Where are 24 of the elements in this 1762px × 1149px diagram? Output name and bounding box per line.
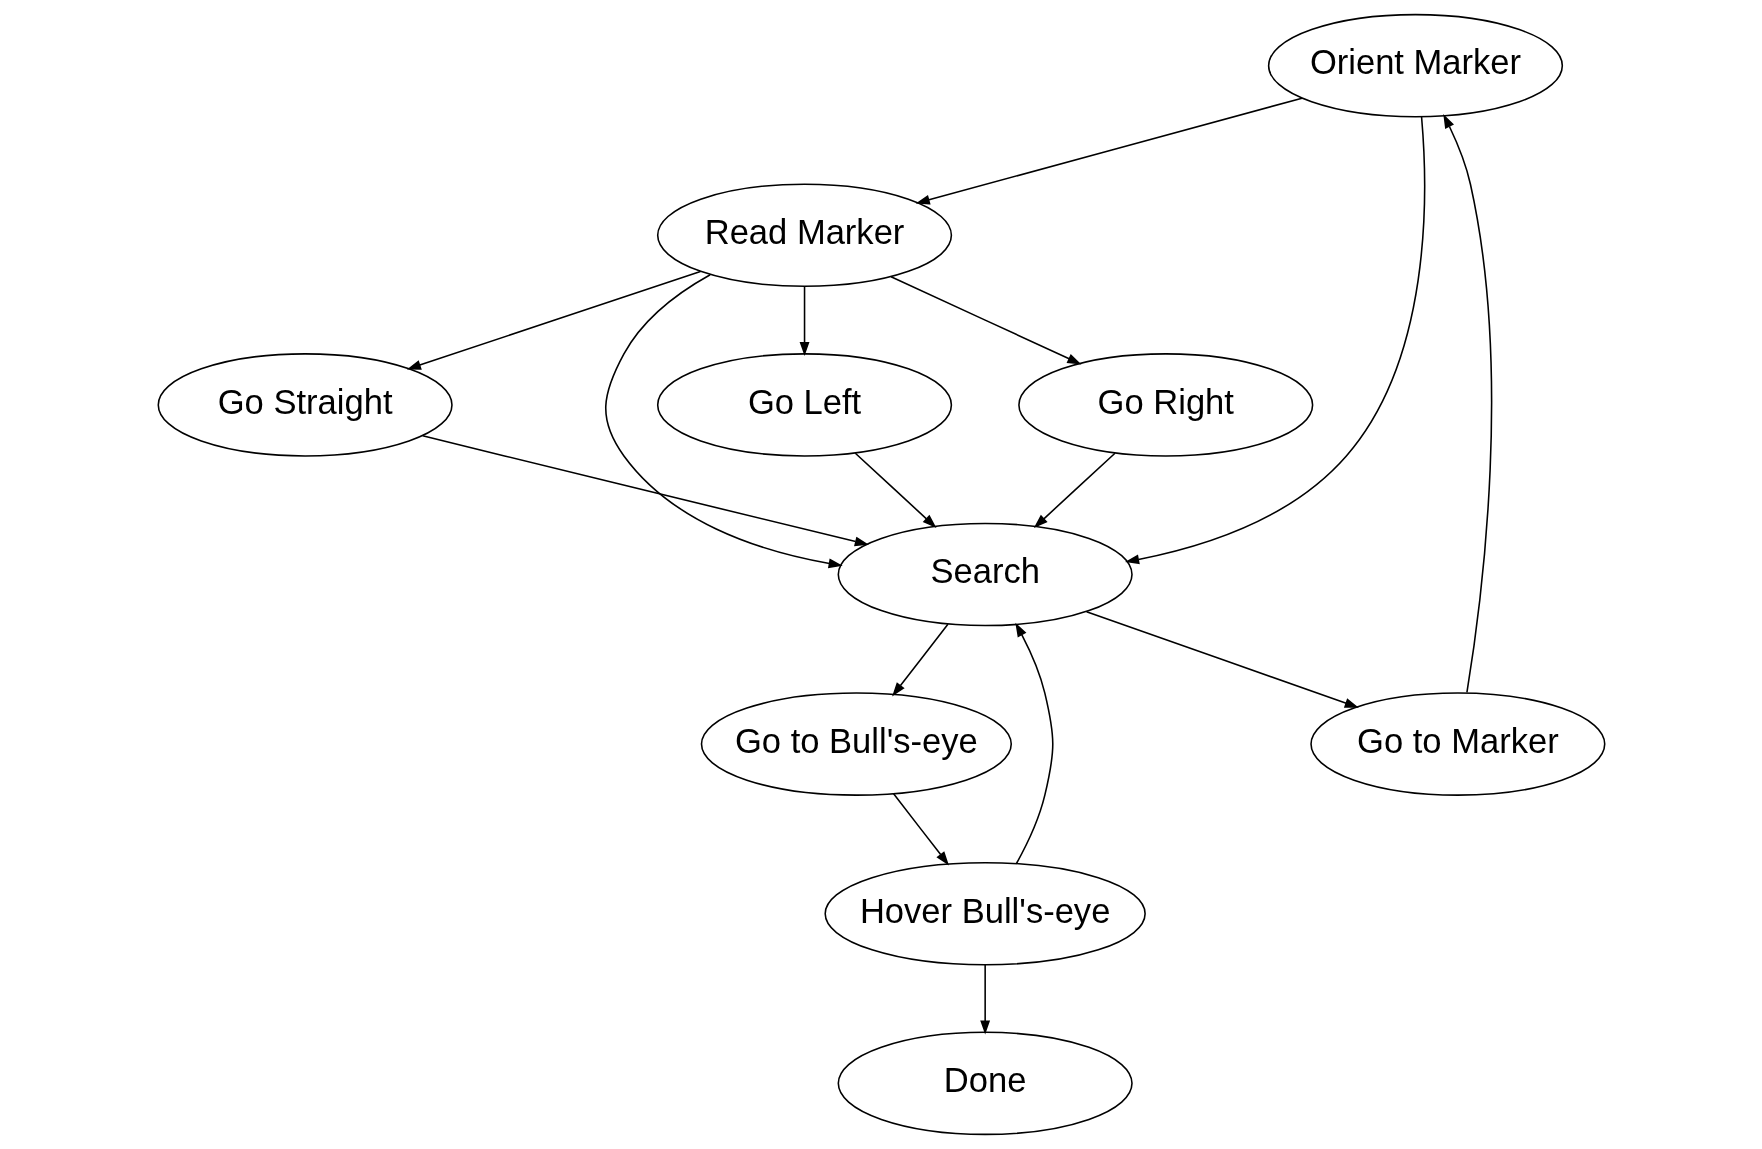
node-ellipse: Go Left xyxy=(656,353,952,457)
arrow xyxy=(1124,116,1425,565)
arrow xyxy=(406,270,701,370)
arrow xyxy=(891,623,949,697)
node-ellipse: Done xyxy=(837,1031,1133,1136)
node-ellipse: Read Marker xyxy=(656,183,952,288)
arrow xyxy=(799,285,809,357)
node-ellipse: Go to Marker xyxy=(1309,692,1605,796)
arrow xyxy=(421,434,869,547)
node-ellipse: Go to Bull's-eye xyxy=(700,692,1012,796)
arrow xyxy=(854,452,936,529)
arrow xyxy=(1033,452,1116,529)
arrow xyxy=(979,964,990,1035)
arrow xyxy=(1014,622,1054,865)
arrow xyxy=(915,97,1303,205)
arrow xyxy=(1442,114,1492,694)
arrow xyxy=(892,793,949,866)
node-ellipse: Orient Marker xyxy=(1267,13,1563,118)
node-ellipse: Go Straight xyxy=(157,353,453,457)
node-ellipse: Search xyxy=(837,522,1133,627)
node-ellipse: Hover Bull's-eye xyxy=(823,861,1146,966)
arrow xyxy=(889,275,1081,365)
arrow xyxy=(604,273,843,569)
arrow xyxy=(1085,611,1359,708)
